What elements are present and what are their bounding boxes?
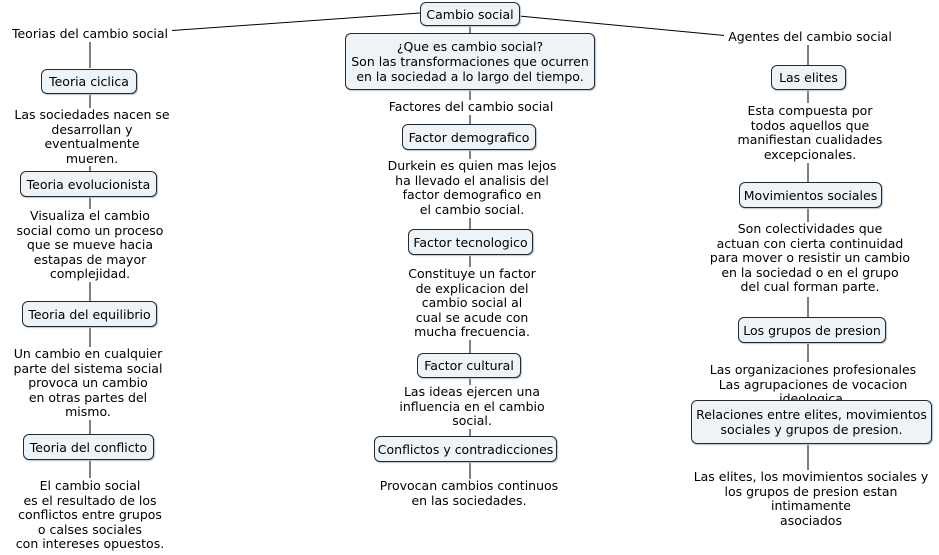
desc-las-elites: Esta compuesta por todos aquellos que ma…	[728, 103, 892, 162]
desc-relaciones: Las elites, los movimientos sociales y l…	[684, 469, 938, 528]
concept-factor-demografico[interactable]: Factor demografico	[402, 124, 536, 150]
concept-factor-tecnologico[interactable]: Factor tecnologico	[408, 229, 533, 255]
right-link-label: Agentes del cambio social	[724, 29, 896, 45]
desc-teoria-ciclica: Las sociedades nacen se desarrollan y ev…	[2, 107, 182, 166]
definition-node[interactable]: ¿Que es cambio social? Son las transform…	[345, 33, 595, 90]
center-link-label: Factores del cambio social	[383, 99, 559, 115]
desc-factor-cultural: Las ideas ejercen una influencia en el c…	[392, 384, 552, 429]
desc-factor-tecnologico: Constituye un factor de explicacion del …	[395, 266, 549, 340]
desc-teoria-conflicto: El cambio social es el resultado de los …	[8, 478, 172, 552]
desc-teoria-equilibrio: Un cambio en cualquier parte del sistema…	[6, 346, 170, 420]
concept-teoria-conflicto[interactable]: Teoria del conflicto	[23, 434, 154, 460]
concept-teoria-ciclica[interactable]: Teoria ciclica	[41, 69, 137, 94]
concept-teoria-equilibrio[interactable]: Teoria del equilibrio	[22, 301, 157, 327]
desc-factor-demografico: Durkein es quien mas lejos ha llevado el…	[380, 158, 564, 217]
concept-factor-cultural[interactable]: Factor cultural	[417, 353, 521, 378]
concept-relaciones[interactable]: Relaciones entre elites, movimientos soc…	[691, 400, 932, 444]
desc-conflictos-contradicciones: Provocan cambios continuos en las socied…	[372, 478, 566, 508]
desc-grupos-presion: Las organizaciones profesionales Las agr…	[684, 362, 939, 407]
concept-las-elites[interactable]: Las elites	[771, 65, 846, 90]
concept-teoria-evolucionista[interactable]: Teoria evolucionista	[20, 171, 157, 197]
desc-movimientos-sociales: Son colectividades que actuan con cierta…	[705, 221, 915, 295]
left-link-label: Teorias del cambio social	[8, 26, 172, 42]
link-root-left	[164, 12, 421, 32]
link-root-right	[518, 15, 731, 37]
concept-movimientos-sociales[interactable]: Movimientos sociales	[739, 182, 882, 208]
root-concept[interactable]: Cambio social	[420, 2, 520, 26]
concept-conflictos-contradicciones[interactable]: Conflictos y contradicciones	[374, 436, 557, 462]
concept-grupos-presion[interactable]: Los grupos de presion	[738, 317, 886, 343]
desc-teoria-evolucionista: Visualiza el cambio social como un proce…	[12, 208, 168, 282]
